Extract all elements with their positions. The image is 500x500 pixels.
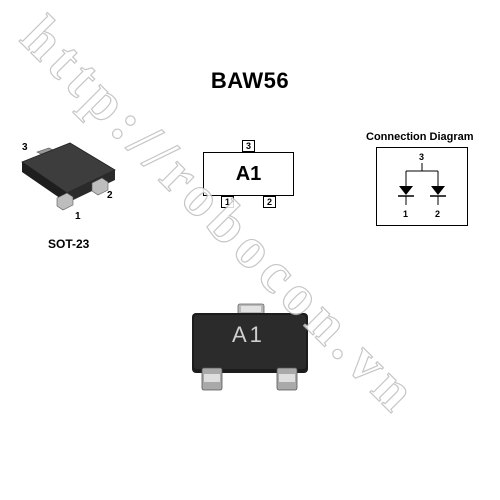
page-title: BAW56: [210, 68, 290, 93]
marking-pin-1: 1: [221, 196, 234, 208]
package-pin-2-label: 2: [107, 190, 113, 201]
connection-diagram-box: [376, 147, 468, 226]
marking-code-box: A1: [203, 152, 294, 196]
connection-diagram-title: Connection Diagram: [366, 131, 474, 143]
package-name: SOT-23: [48, 237, 90, 251]
connection-pin-3-label: 3: [419, 152, 425, 162]
marking-pin-3: 3: [242, 140, 255, 152]
connection-pin-2-label: 2: [435, 209, 441, 219]
marking-pin-2: 2: [263, 196, 276, 208]
chip-photo: [192, 303, 308, 391]
package-pin-1-label: 1: [75, 211, 81, 222]
package-pin-3-label: 3: [22, 142, 28, 153]
marking-code: A1: [235, 162, 262, 185]
connection-pin-1-label: 1: [403, 209, 409, 219]
chip-marking: A1: [232, 322, 265, 347]
dual-diode-schematic: [398, 163, 446, 205]
